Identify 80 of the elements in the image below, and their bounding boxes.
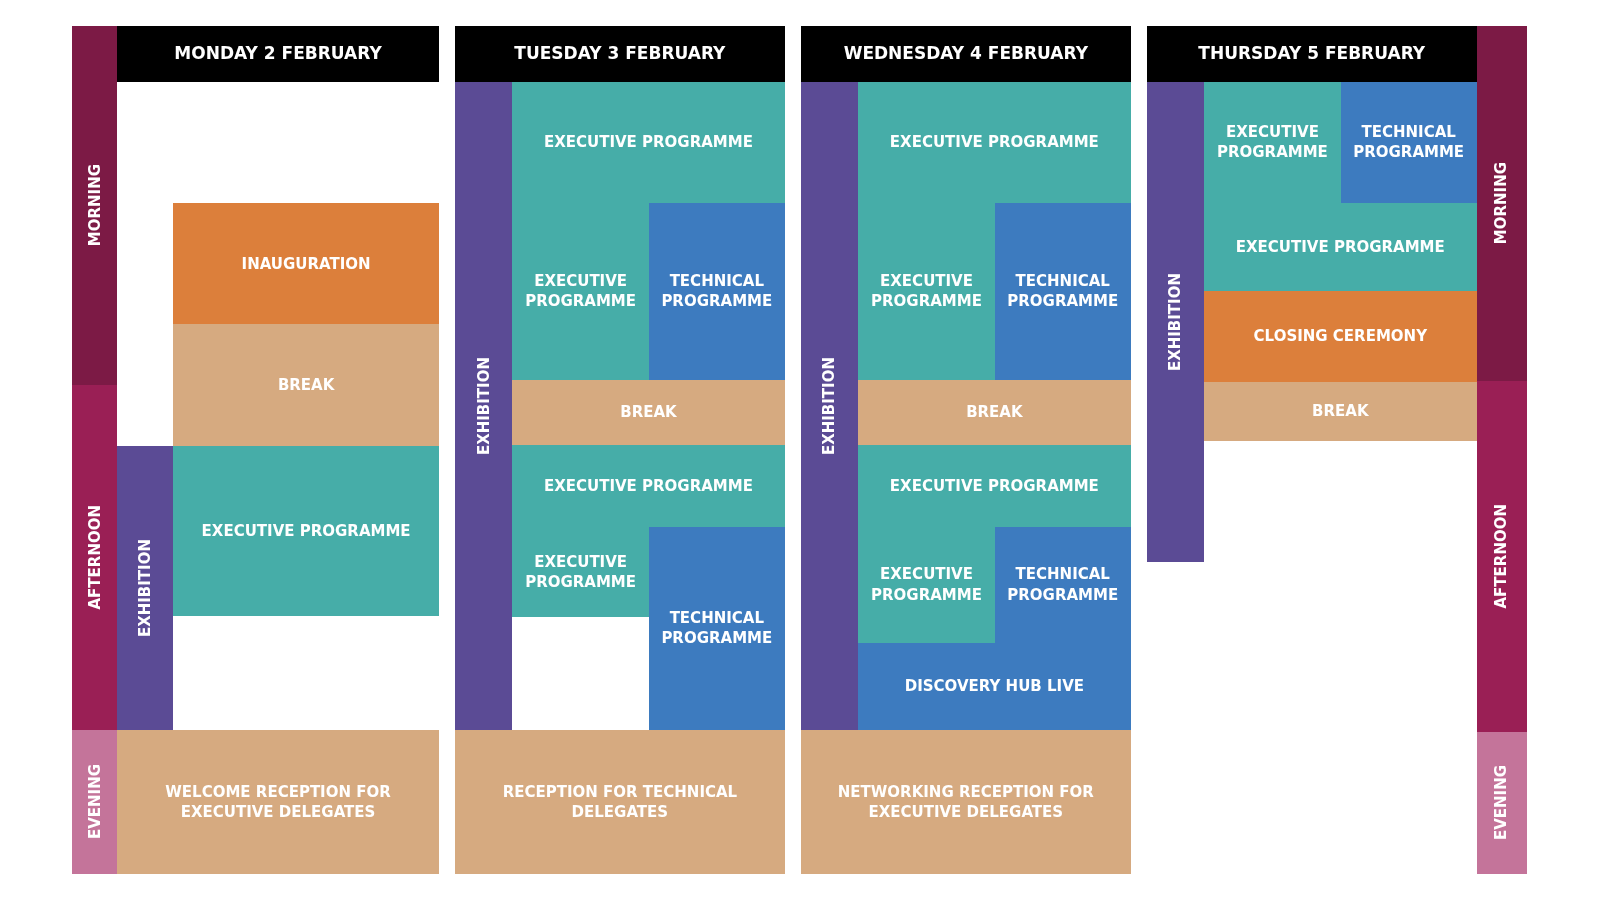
session-title: EXHIBITION (135, 538, 156, 637)
session-title: EXECUTIVE PROGRAMME (888, 475, 1100, 496)
period-band (72, 25, 118, 385)
session-block (1204, 203, 1477, 291)
session-title: BREAK (965, 402, 1024, 423)
session-block (994, 526, 1131, 643)
session-title: TECHNICAL PROGRAMME (1006, 271, 1120, 312)
period-band (72, 384, 118, 730)
session-title: RECEPTION FOR TECHNICAL DELEGATES (501, 781, 739, 823)
session-title: INAUGURATION (240, 253, 372, 274)
period-band (72, 729, 118, 875)
session-block (512, 444, 785, 527)
session-block (858, 379, 1131, 445)
period-band (1476, 380, 1527, 732)
session-block (173, 324, 439, 446)
period-label: AFTERNOON (84, 504, 105, 610)
period-label: EVENING (84, 764, 105, 840)
session-title: TECHNICAL PROGRAMME (660, 607, 774, 649)
exhibition-bar (455, 81, 513, 730)
session-block (858, 526, 995, 643)
period-label: AFTERNOON (1491, 503, 1512, 609)
session-block (858, 203, 995, 380)
session-title: BREAK (619, 402, 678, 423)
session-block (858, 81, 1131, 204)
period-label: EVENING (1491, 765, 1512, 841)
day-header (455, 25, 785, 82)
day-title: WEDNESDAY 4 FEBRUARY (842, 42, 1089, 65)
session-block (858, 642, 1131, 730)
session-title: EXECUTIVE PROGRAMME (1234, 236, 1446, 258)
session-title: DISCOVERY HUB LIVE (903, 676, 1085, 697)
session-block (512, 526, 649, 618)
session-title: EXECUTIVE PROGRAMME (870, 271, 983, 312)
session-title: EXECUTIVE PROGRAMME (888, 132, 1100, 153)
exhibition-bar (801, 81, 859, 730)
session-block (512, 81, 785, 204)
session-title: EXHIBITION (473, 356, 494, 455)
exhibition-bar (1146, 81, 1205, 563)
session-title: TECHNICAL PROGRAMME (660, 271, 774, 312)
session-block (648, 203, 785, 380)
session-title: EXECUTIVE PROGRAMME (542, 475, 754, 496)
day-header (1146, 25, 1477, 82)
session-block (1204, 81, 1341, 204)
session-title: EXECUTIVE PROGRAMME (524, 271, 638, 312)
day-title: THURSDAY 5 FEBRUARY (1197, 42, 1427, 65)
session-title: EXECUTIVE PROGRAMME (1216, 122, 1329, 163)
day-title: TUESDAY 3 FEBRUARY (513, 42, 727, 65)
session-title: CLOSING CEREMONY (1252, 326, 1428, 347)
session-title: EXECUTIVE PROGRAMME (870, 564, 983, 605)
session-title: EXECUTIVE PROGRAMME (200, 521, 412, 542)
session-block (512, 203, 649, 380)
period-band (1476, 25, 1527, 381)
session-title: TECHNICAL PROGRAMME (1352, 122, 1466, 163)
session-block (455, 729, 785, 875)
session-title: EXHIBITION (819, 356, 840, 455)
period-band (1476, 731, 1527, 875)
day-title: MONDAY 2 FEBRUARY (173, 42, 383, 65)
session-block (173, 203, 439, 325)
day-header (117, 25, 439, 82)
session-title: BREAK (276, 375, 336, 396)
session-title: TECHNICAL PROGRAMME (1006, 564, 1120, 605)
session-title: NETWORKING RECEPTION FOR EXECUTIVE DELEGATES (836, 781, 1095, 823)
session-block (1204, 381, 1477, 441)
session-title: EXECUTIVE PROGRAMME (542, 132, 754, 153)
day-header (801, 25, 1131, 82)
session-block (512, 379, 785, 445)
session-title: BREAK (1311, 401, 1370, 422)
session-block (1204, 290, 1477, 382)
session-block (801, 729, 1131, 875)
session-block (858, 444, 1131, 527)
session-title: WELCOME RECEPTION FOR EXECUTIVE DELEGATES (164, 781, 392, 823)
exhibition-bar (117, 445, 174, 730)
session-block (994, 203, 1131, 380)
period-label: MORNING (84, 163, 105, 247)
session-title: EXECUTIVE PROGRAMME (524, 551, 638, 593)
session-block (1340, 81, 1477, 204)
session-block (648, 526, 785, 730)
session-title: EXHIBITION (1165, 272, 1186, 371)
session-block (117, 729, 439, 875)
period-label: MORNING (1491, 161, 1512, 245)
session-block (173, 445, 439, 617)
